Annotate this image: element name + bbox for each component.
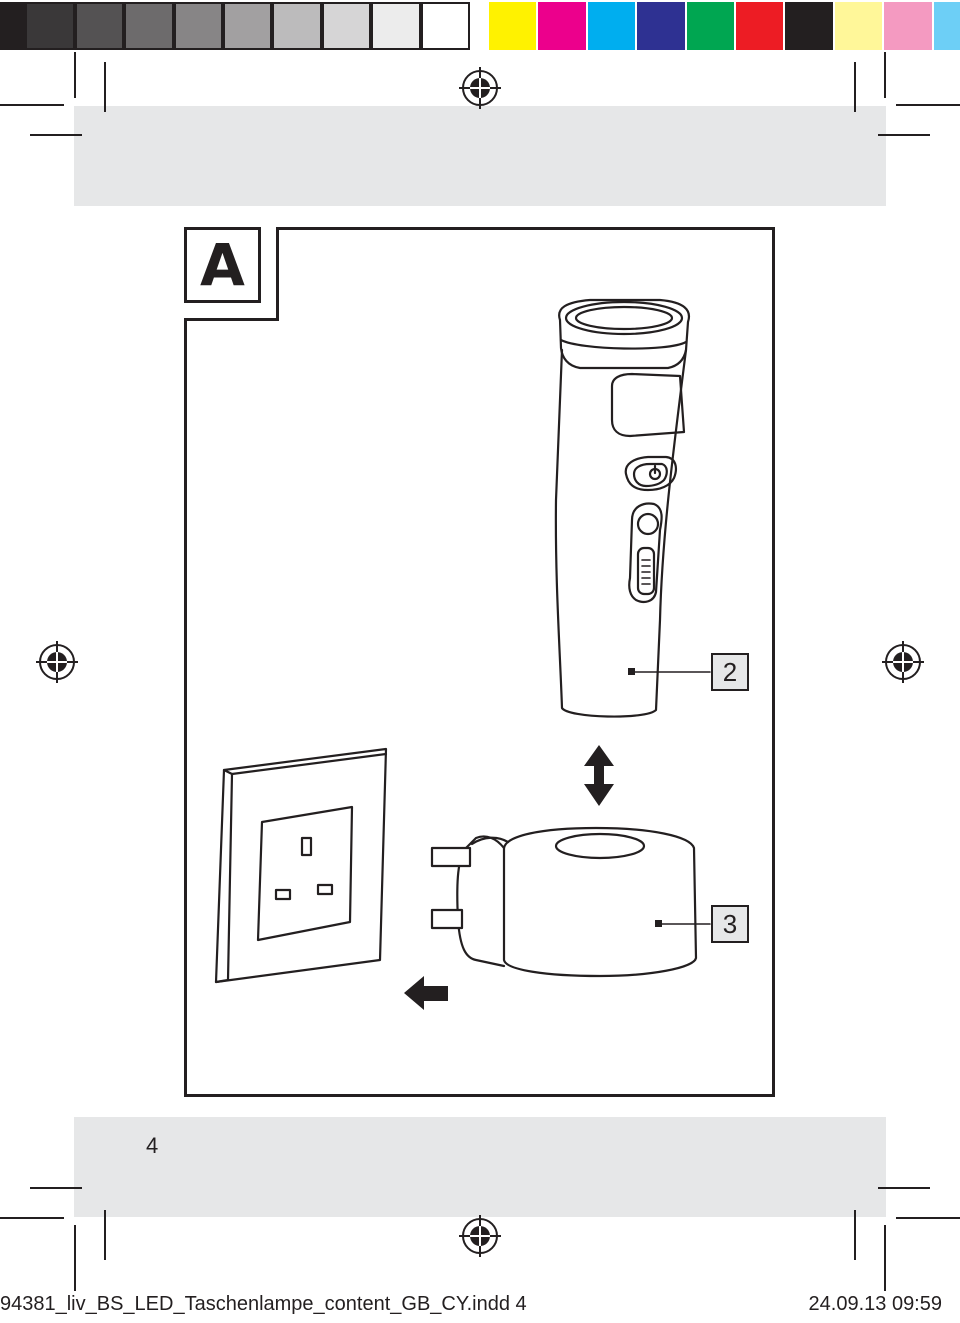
gray-swatch-4 xyxy=(124,2,174,50)
registration-mark-bottom-icon xyxy=(459,1215,501,1257)
top-gray-band xyxy=(74,106,886,206)
slug-filename: 94381_liv_BS_LED_Taschenlampe_content_GB… xyxy=(0,1293,527,1315)
gray-swatch-10 xyxy=(420,2,470,50)
registration-mark-right-icon xyxy=(882,641,924,683)
registration-mark-left-icon xyxy=(36,641,78,683)
gray-swatch-3 xyxy=(74,2,125,50)
process-swatch-1 xyxy=(489,2,537,50)
gray-swatch-1 xyxy=(0,2,26,50)
gray-swatch-6 xyxy=(223,2,273,50)
callout-charger: 3 xyxy=(711,905,749,943)
left-arrow-icon xyxy=(404,976,448,1010)
process-swatch-6 xyxy=(736,2,784,50)
charger-illustration xyxy=(430,826,711,978)
bottom-gray-band xyxy=(74,1117,886,1217)
flashlight-illustration xyxy=(554,298,711,718)
process-swatch-9 xyxy=(884,2,932,50)
figure-label: A xyxy=(184,227,261,303)
gray-swatch-9 xyxy=(371,2,421,50)
double-arrow-icon xyxy=(584,745,614,806)
color-calibration-bar xyxy=(0,0,960,52)
wall-socket-illustration xyxy=(214,747,388,984)
page-number: 4 xyxy=(146,1133,159,1158)
registration-mark-top-icon xyxy=(459,67,501,109)
process-swatch-3 xyxy=(587,2,636,50)
gray-swatch-8 xyxy=(321,2,372,50)
process-swatch-4 xyxy=(637,2,685,50)
gray-swatch-2 xyxy=(25,2,75,50)
process-swatch-7 xyxy=(785,2,833,50)
process-swatch-5 xyxy=(686,2,734,50)
callout-flashlight: 2 xyxy=(711,653,749,691)
figure-label-box xyxy=(184,227,279,321)
gray-swatch-5 xyxy=(173,2,223,50)
process-swatch-2 xyxy=(538,2,586,50)
slug-datetime: 24.09.13 09:59 xyxy=(808,1293,942,1315)
process-swatch-8 xyxy=(834,2,883,50)
gray-swatch-7 xyxy=(272,2,322,50)
process-swatch-10 xyxy=(933,2,960,50)
